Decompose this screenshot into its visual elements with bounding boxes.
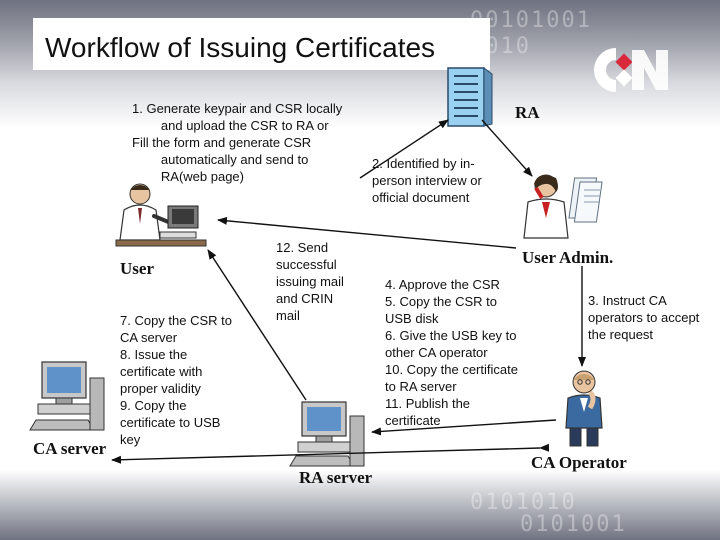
- cnc-logo-icon: [594, 48, 668, 92]
- footer-background: [0, 470, 720, 540]
- user-admin-label: User Admin.: [522, 248, 614, 267]
- background-digits: 0101001: [520, 512, 627, 537]
- arrow-admin-to-user: [217, 216, 517, 249]
- arrow-operator-to-ra-server: [371, 419, 557, 436]
- building-icon: [447, 67, 493, 127]
- ra-server-label: RA server: [299, 468, 373, 487]
- thinking-person-icon: [565, 370, 603, 447]
- ra-label: RA: [515, 103, 540, 122]
- step-3-text: 3. Instruct CA operators to accept the r…: [588, 293, 700, 342]
- arrow-ra-server-to-user: [207, 249, 307, 401]
- person-on-phone-icon: [523, 174, 603, 239]
- arrow-ra-to-admin: [481, 119, 533, 177]
- arrow-operator-to-ca-server: [111, 443, 550, 464]
- page-title: Workflow of Issuing Certificates: [45, 32, 436, 63]
- ca-server-label: CA server: [33, 439, 107, 458]
- arrow-user-to-ra: [359, 119, 449, 179]
- step-1-text: 1. Generate keypair and CSR locally and …: [132, 101, 343, 184]
- desktop-computer-icon: [29, 361, 105, 431]
- title-box: [33, 18, 490, 70]
- step-7-9-text: 7. Copy the CSR to CA server 8. Issue th…: [120, 313, 232, 447]
- ca-operator-label: CA Operator: [531, 453, 627, 472]
- user-label: User: [120, 259, 154, 278]
- step-2-text: 2. Identified by in- person interview or…: [372, 156, 482, 205]
- person-at-computer-icon: [115, 183, 207, 247]
- step-4-11-text: 4. Approve the CSR 5. Copy the CSR to US…: [385, 277, 518, 428]
- background-digits: 0101010: [470, 490, 577, 515]
- step-12-text: 12. Send successful issuing mail and CRI…: [276, 240, 344, 323]
